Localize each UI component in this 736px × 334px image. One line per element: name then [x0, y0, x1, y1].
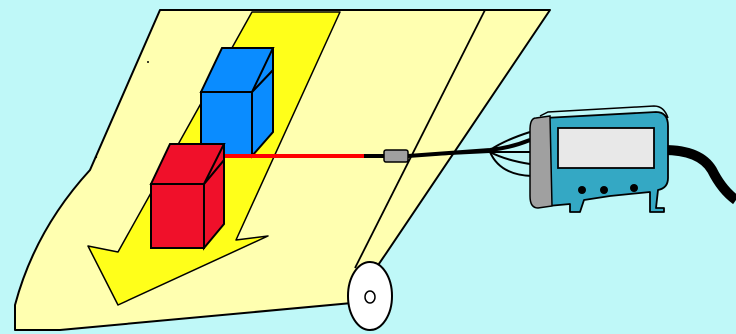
roller-axle [364, 290, 376, 304]
indicator-led [630, 184, 638, 192]
sensor-amplifier-unit [529, 105, 669, 213]
output-cable [663, 145, 736, 205]
indicator-led [578, 186, 586, 194]
blue-box-front [200, 91, 253, 157]
belt-roller [347, 261, 393, 331]
belt-dot [147, 61, 149, 63]
blue-box [199, 47, 275, 159]
fiber-head-body [383, 149, 409, 163]
belt-dot [94, 155, 98, 159]
red-box [149, 143, 226, 251]
indicator-led [600, 186, 608, 194]
red-box-front [150, 183, 205, 249]
sensor-cables [407, 131, 736, 205]
belt-fold-line [354, 9, 486, 269]
sensor-display [557, 127, 655, 169]
sensor-end-cap [529, 115, 553, 209]
